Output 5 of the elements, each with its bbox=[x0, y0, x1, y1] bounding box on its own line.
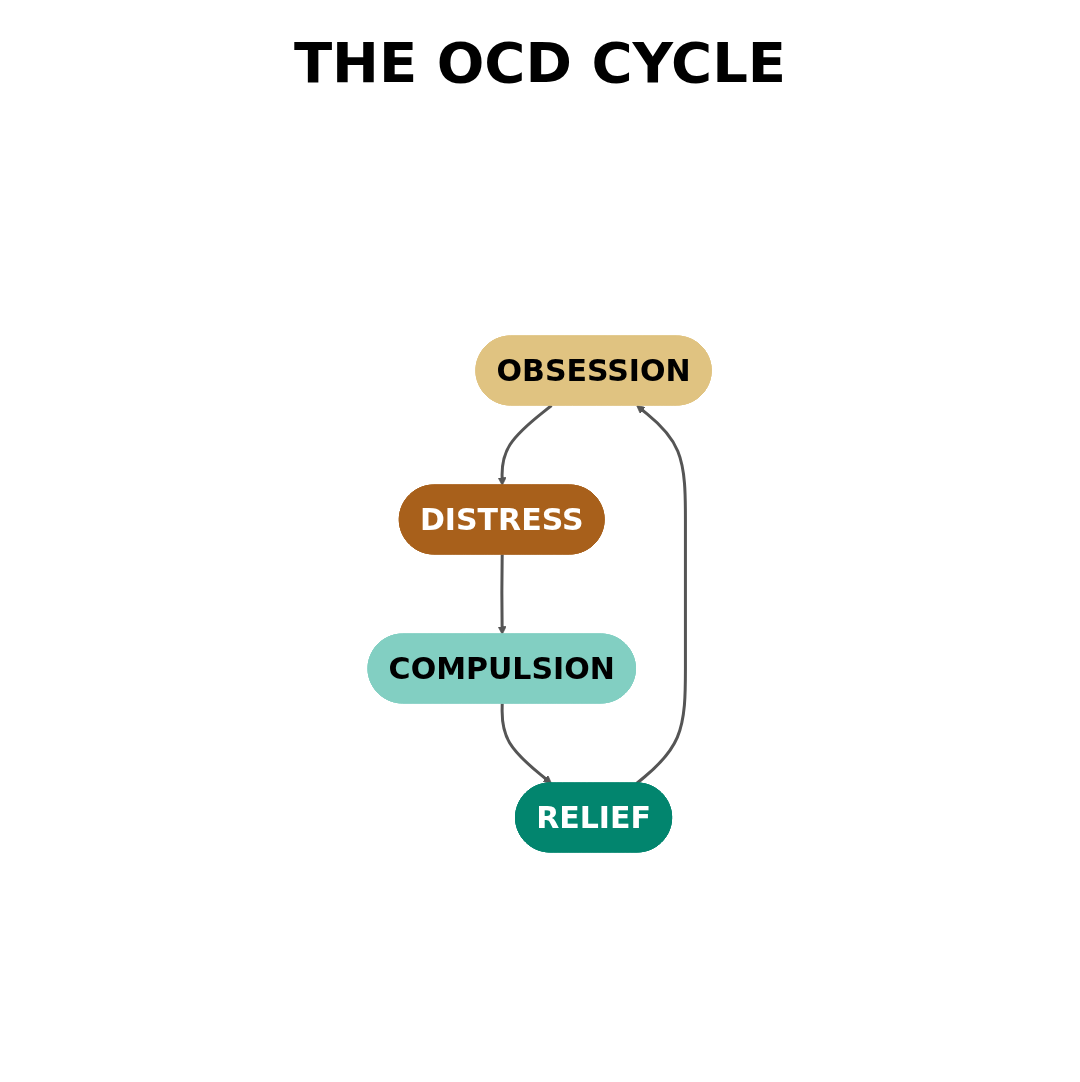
arrow bbox=[501, 702, 553, 784]
arrow bbox=[498, 403, 553, 486]
arrow bbox=[498, 553, 507, 635]
diagram-title: THE OCD CYCLE bbox=[293, 30, 787, 95]
arrow bbox=[636, 404, 688, 785]
